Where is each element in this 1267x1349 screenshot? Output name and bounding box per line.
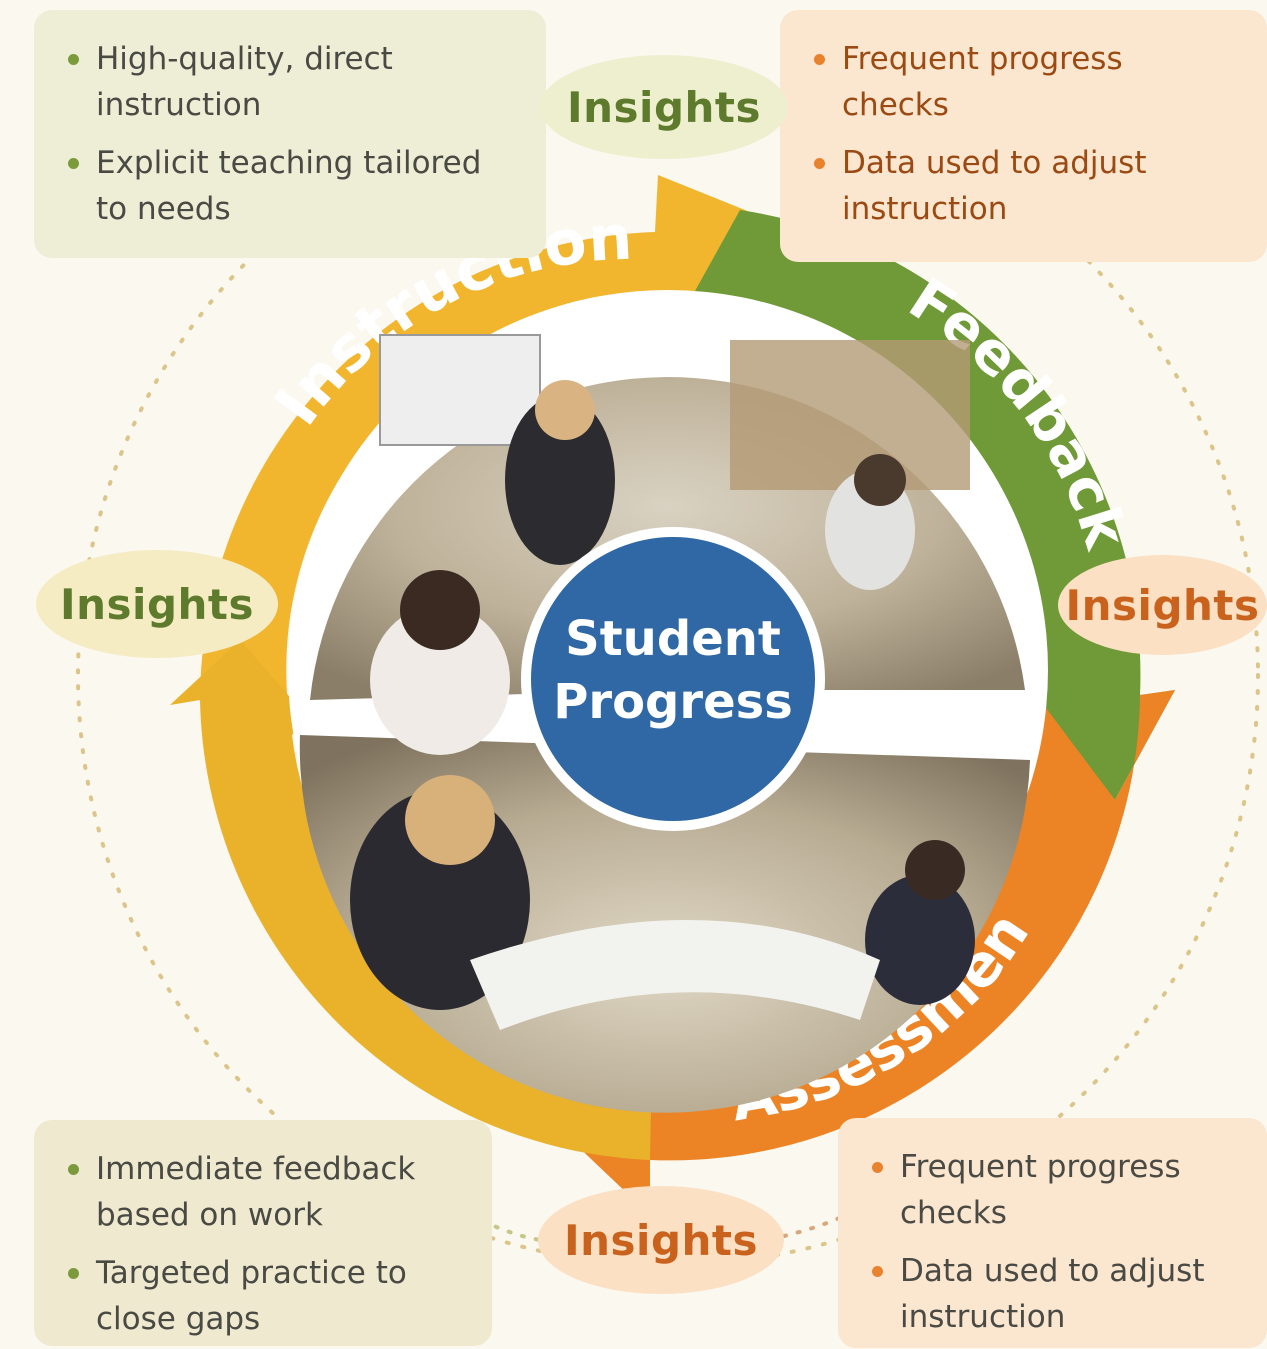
info-box-top-right: Frequent progress checks Data used to ad… — [780, 10, 1267, 262]
student-figure-left — [370, 605, 510, 755]
student-head-bottom — [905, 840, 965, 900]
student-head-right — [854, 454, 906, 506]
dotted-connector-bottom-right — [782, 1203, 868, 1238]
insights-bubble-right: Insights — [1058, 555, 1267, 655]
list-item: High-quality, direct instruction — [68, 36, 516, 128]
info-box-bottom-right: Frequent progress checks Data used to ad… — [838, 1118, 1267, 1348]
info-box-top-left: High-quality, direct instruction Explici… — [34, 10, 546, 258]
list-item: Targeted practice to close gaps — [68, 1250, 462, 1342]
insights-bubble-left: Insights — [36, 550, 278, 658]
feedback-arrow — [690, 210, 1175, 800]
dotted-connector-bottom-left — [468, 1213, 542, 1242]
teacher-figure-top — [505, 395, 615, 565]
student-figure-bottom — [865, 875, 975, 1005]
info-box-bottom-left: Immediate feedback based on work Targete… — [34, 1120, 492, 1346]
student-progress-core — [531, 537, 815, 821]
insights-bubble-top: Insights — [540, 55, 788, 159]
list-item: Immediate feedback based on work — [68, 1146, 462, 1238]
list-item: Frequent progress checks — [814, 36, 1237, 128]
instruction-lower-arrow — [170, 640, 652, 1160]
shelf-shape — [730, 340, 970, 490]
list-item: Frequent progress checks — [872, 1144, 1237, 1236]
list-item: Data used to adjust instruction — [814, 140, 1237, 232]
center-label-line1: Student — [565, 611, 781, 667]
table-shape — [470, 920, 880, 1030]
student-head-left — [400, 570, 480, 650]
insights-bubble-bottom: Insights — [538, 1186, 784, 1294]
list-item: Data used to adjust instruction — [872, 1248, 1237, 1340]
whiteboard-shape — [379, 334, 541, 446]
teacher-head-bottom — [405, 775, 495, 865]
teacher-head-top — [535, 380, 595, 440]
center-label-line2: Progress — [553, 674, 793, 730]
list-item: Explicit teaching tailored to needs — [68, 140, 516, 232]
